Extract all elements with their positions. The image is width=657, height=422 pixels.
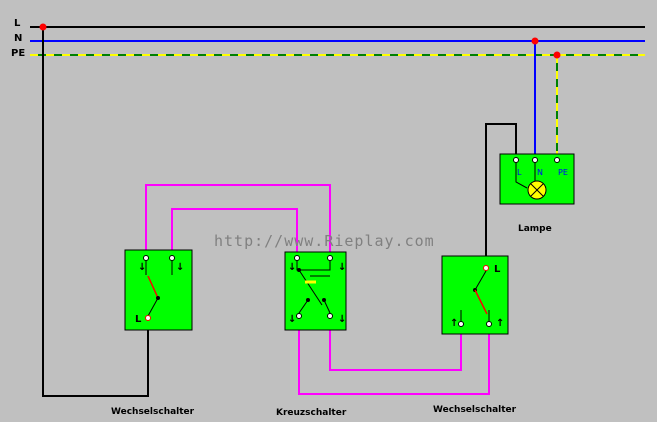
lamp-box: L N PE	[499, 153, 575, 205]
traveler-wire-bottom-outer	[298, 325, 490, 395]
lamp-terminal-label-pe: PE	[558, 168, 568, 177]
lamp-internal-wire	[515, 162, 528, 189]
switch-left-mark-l: L	[135, 314, 142, 325]
switch-right-arrow-a: ↑	[450, 318, 458, 329]
watermark: http://www.Rieplay.com	[214, 232, 435, 250]
traveler-wire-bottom-inner	[329, 325, 462, 371]
switch-mid-arrow-bl: ↓	[288, 314, 296, 325]
switch-right-caption: Wechselschalter	[433, 405, 517, 415]
switch-left-terminal-a	[143, 255, 149, 261]
junction-dot-phase	[39, 23, 47, 31]
switch-right-lever	[474, 270, 487, 291]
switch-right: L ↑ ↑	[441, 255, 509, 335]
junction-dot-earth	[553, 51, 561, 59]
bulb-cross-b	[530, 183, 544, 197]
switch-right-terminal-a	[458, 321, 464, 327]
switch-mid-pivot-a	[297, 268, 301, 272]
lamp-terminal-pe	[554, 157, 560, 163]
switch-right-lever-hi	[474, 289, 488, 315]
switch-mid-arrow-tr: ↓	[338, 262, 346, 273]
bus-label-pe: PE	[11, 48, 25, 59]
switch-left: ↓ ↓ L	[124, 249, 193, 331]
switch-left-arrow-a: ↓	[138, 262, 146, 273]
switch-left-housing	[124, 249, 193, 331]
traveler-wire-outer	[145, 184, 331, 255]
switch-left-terminal-b	[169, 255, 175, 261]
lamp-terminal-label-n: N	[537, 168, 543, 177]
switch-mid-leg-bl	[298, 299, 309, 314]
switch-right-housing	[441, 255, 509, 335]
traveler-wires	[145, 184, 490, 395]
switch-mid-caption: Kreuzschalter	[276, 408, 347, 418]
lamp-terminal-label-l: L	[517, 168, 522, 177]
phase-feed-wire	[42, 27, 149, 397]
switched-phase-wire	[485, 123, 517, 268]
bus-label-n: N	[14, 33, 22, 44]
switch-right-mark-l: L	[494, 264, 501, 275]
lamp-terminal-l	[513, 157, 519, 163]
bus-label-l: L	[14, 18, 21, 29]
switch-mid-housing	[284, 251, 347, 331]
lamp-terminal-n	[532, 157, 538, 163]
switch-mid-arrow-tl: ↓	[288, 262, 296, 273]
switch-mid-terminal-bl	[296, 313, 302, 319]
lamp-caption: Lampe	[518, 224, 552, 234]
switch-left-terminal-l	[145, 315, 151, 321]
switch-mid-arrow-br: ↓	[338, 314, 346, 325]
switch-left-arrow-b: ↓	[176, 262, 184, 273]
bus-lines: L N PE	[11, 18, 645, 59]
switch-right-terminal-b	[486, 321, 492, 327]
switch-left-caption: Wechselschalter	[111, 407, 195, 417]
switch-mid: ↓ ↓ ↓ ↓	[284, 251, 347, 331]
switch-right-terminal-l	[483, 265, 489, 271]
switch-left-pivot	[156, 296, 160, 300]
junction-dot-neutral	[531, 37, 539, 45]
switch-mid-leg-br	[323, 299, 331, 314]
switch-left-lever-hi	[147, 275, 159, 299]
switch-mid-terminal-tr	[327, 255, 333, 261]
switch-mid-bridge-top	[296, 261, 331, 271]
switch-left-lever	[147, 297, 159, 317]
switch-mid-terminal-tl	[294, 255, 300, 261]
traveler-wire-inner	[171, 208, 298, 255]
switch-mid-lever	[298, 269, 323, 306]
switch-right-arrow-b: ↑	[496, 318, 504, 329]
switch-mid-terminal-br	[327, 313, 333, 319]
